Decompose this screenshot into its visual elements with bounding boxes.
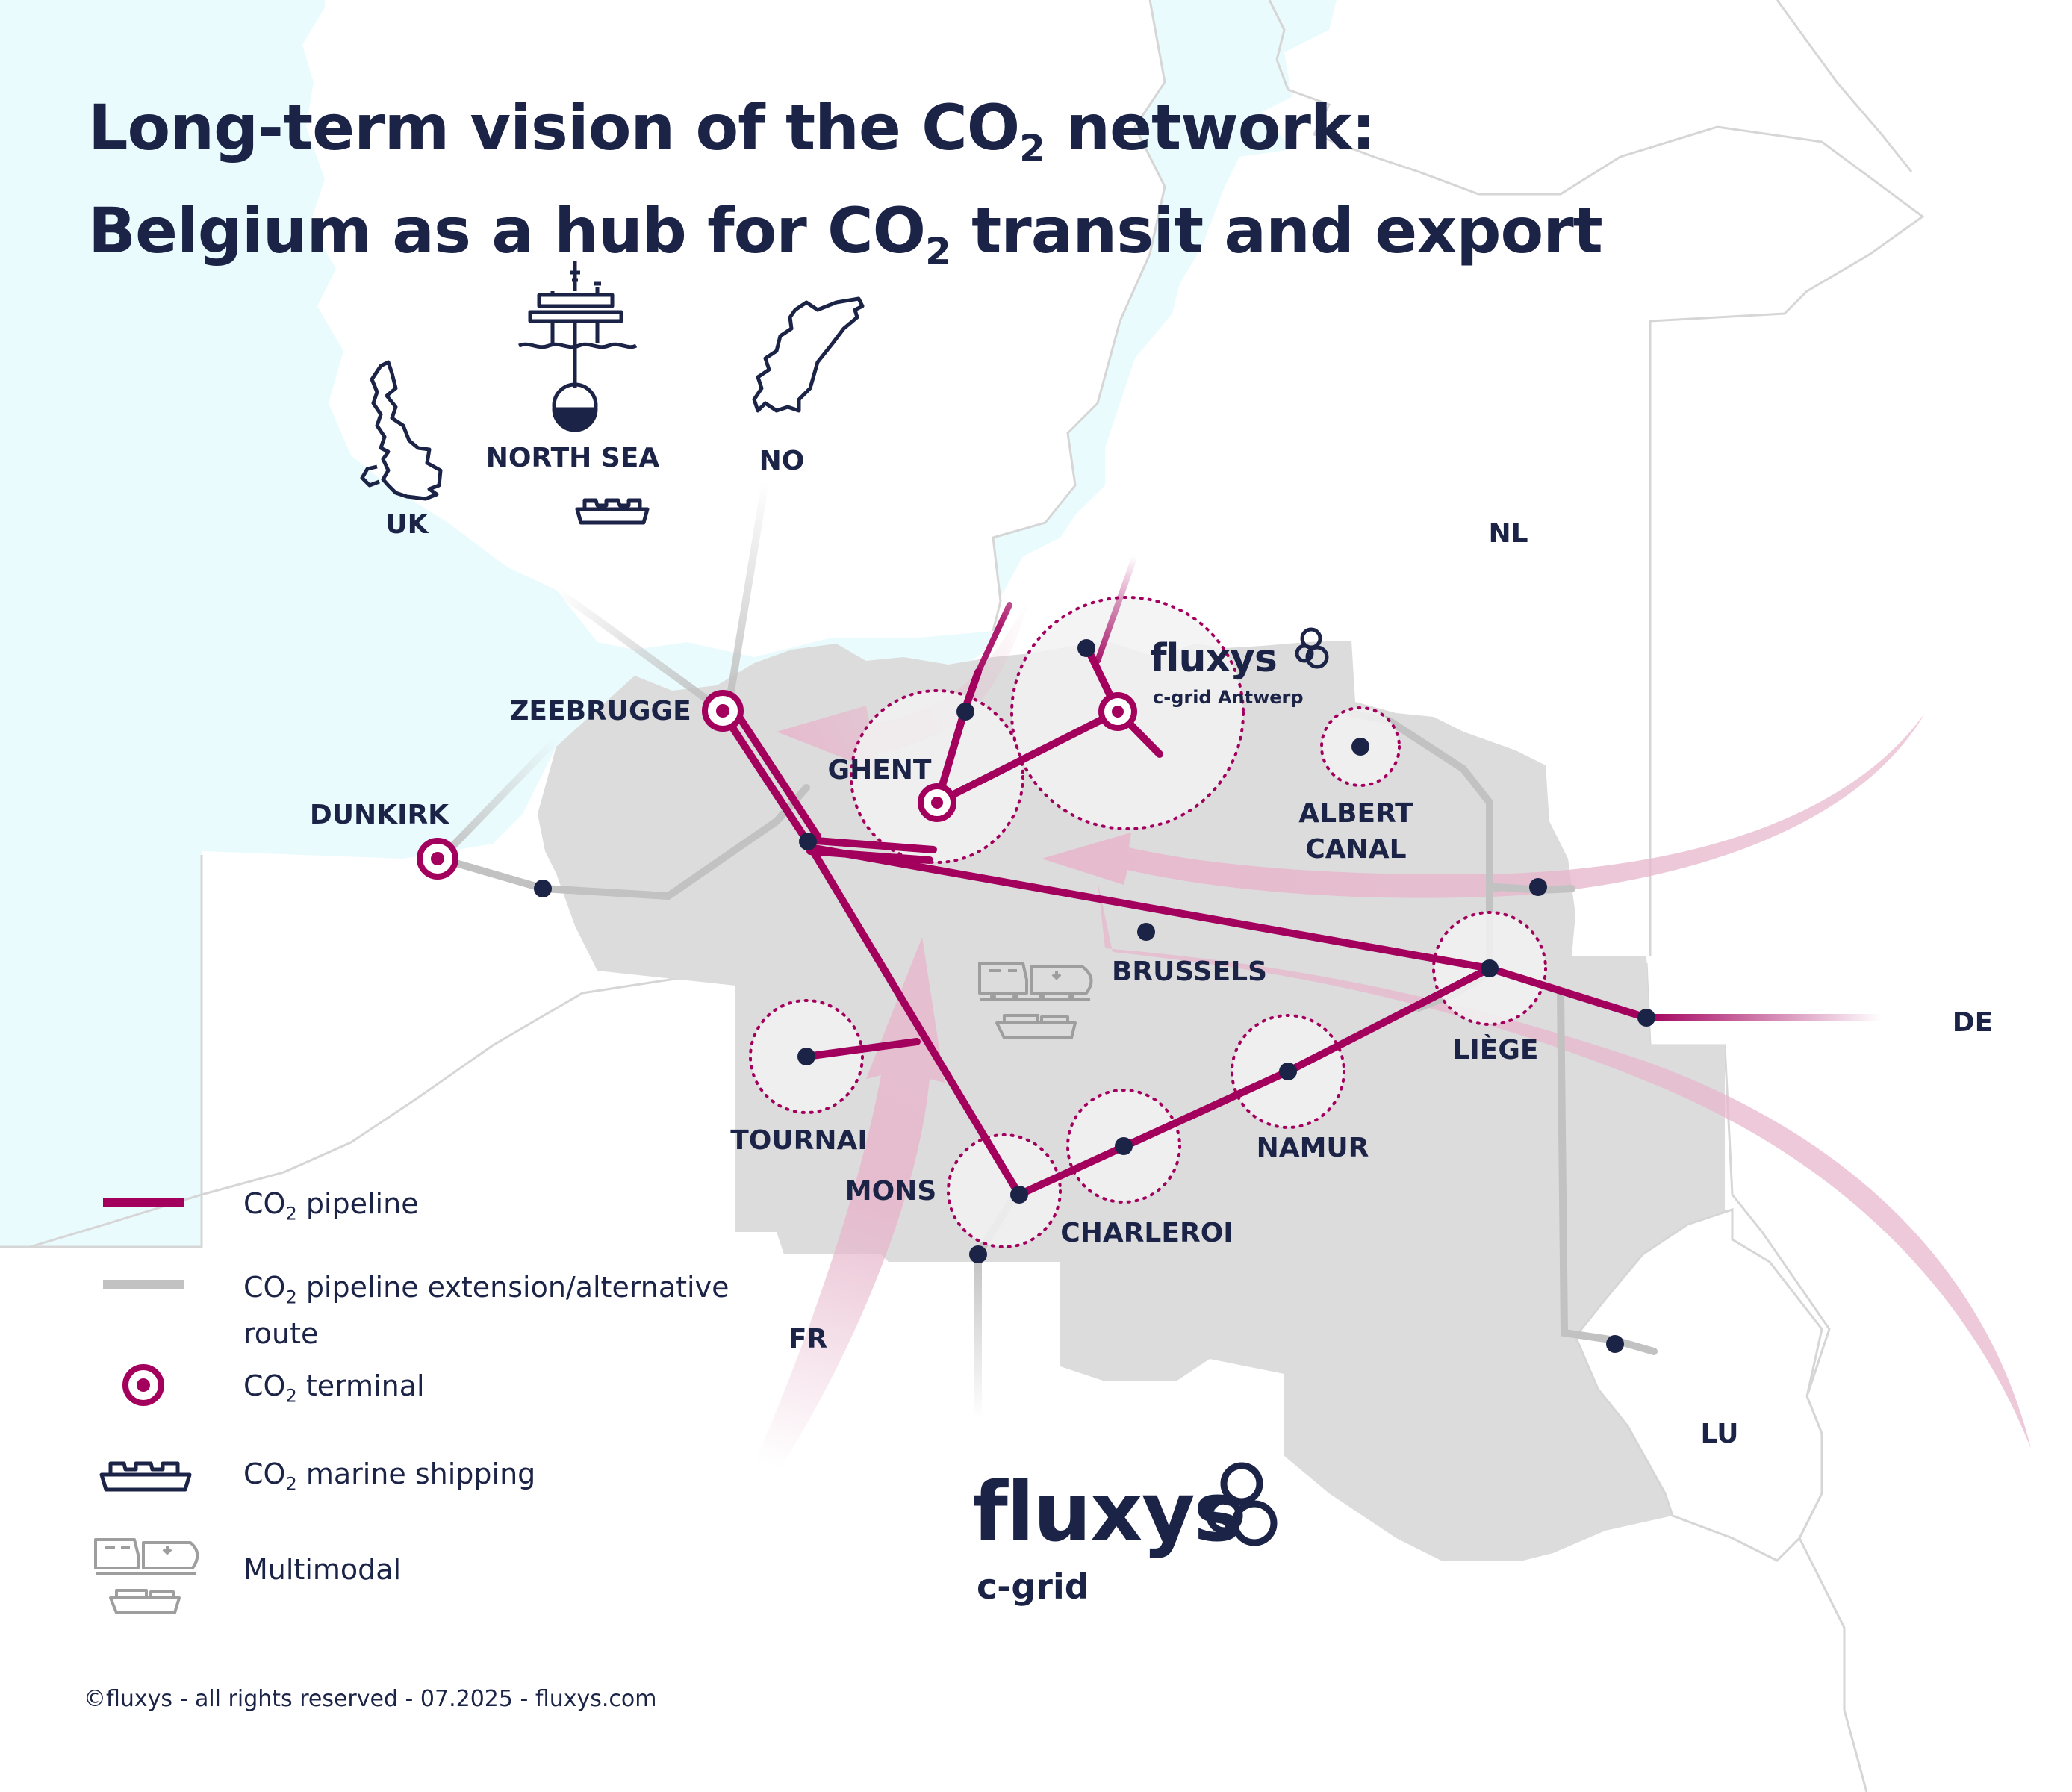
co2-pipelines [717,642,1650,1198]
legend-pipeline: CO2 pipeline [243,1187,419,1225]
legend-symbols [94,1198,199,1614]
flow-arrow-fr [754,937,945,1475]
node-charleroi [1115,1137,1133,1155]
page-title: Long-term vision of the CO2 network: Bel… [88,81,1603,287]
node-brussels [1137,923,1155,941]
title-line-1: Long-term vision of the CO2 network: [88,91,1376,170]
legend-terminal: CO2 terminal [243,1369,425,1407]
node-albert-canal [1351,738,1369,756]
shipping-icon-north-sea [575,498,650,525]
label-mons: MONS [844,1176,937,1207]
label-lu: LU [1700,1419,1739,1449]
label-de: DE [1952,1007,1994,1038]
ghent-hub-circle [850,689,1024,864]
node-namur [1279,1063,1297,1080]
label-brussels: BRUSSELS [1111,956,1268,987]
title-line-2: Belgium as a hub for CO2 transit and exp… [88,194,1603,273]
label-zeebrugge: ZEEBRUGGE [509,696,691,727]
legend-multimodal: Multimodal [243,1553,402,1586]
offshore-platform-icon [518,261,638,432]
node-germany [1637,1009,1655,1027]
node-ghent-north [956,703,974,721]
node-luxembourg [1606,1335,1624,1353]
legend-extension: CO2 pipeline extension/alternative route [243,1271,729,1350]
legend-ship-icon [99,1461,192,1492]
copyright-notice: ©fluxys - all rights reserved - 07.2025 … [84,1686,657,1712]
label-ghent: GHENT [827,755,932,785]
label-albert: ALBERT [1298,798,1413,829]
fluxys-antwerp-wordmark: fluxys [1150,636,1278,681]
legend-shipping: CO2 marine shipping [243,1457,536,1495]
node-dunkirk-east [534,880,552,897]
fluxys-cgrid-subtitle: c-grid [977,1567,1089,1607]
legend-terminal-icon [122,1364,164,1406]
uk-map-icon [360,360,443,501]
node-mons [1010,1186,1028,1204]
multimodal-icon-map [978,962,1093,1039]
label-canal: CANAL [1305,834,1407,865]
label-namur: NAMUR [1256,1133,1369,1163]
label-albert-canal: ALBERT CANAL [1298,796,1413,868]
flow-arrow-north [777,597,1030,773]
label-north-sea: NORTH SEA [485,443,660,473]
terminal-zeebrugge [702,690,744,732]
label-liege: LIÈGE [1452,1035,1539,1065]
luxembourg-area [1574,1207,1823,1562]
norway-map-icon [752,296,865,413]
label-tournai: TOURNAI [730,1125,868,1156]
network-nodes [534,639,1655,1353]
legend-multimodal-icon [94,1538,199,1614]
node-liege [1481,959,1499,977]
antwerp-north-pipeline [1095,553,1138,664]
label-charleroi: CHARLEROI [1060,1218,1233,1248]
label-fr: FR [788,1324,828,1354]
node-tournai [797,1048,815,1065]
label-uk: UK [385,509,429,540]
node-junction-ghent [799,833,817,850]
label-dunkirk: DUNKIRK [309,800,449,830]
terminal-ghent [918,783,956,822]
node-antwerp-north [1077,639,1095,657]
terminal-antwerp [1098,692,1137,731]
fluxys-logo-icon-small [1295,627,1329,669]
fluxys-wordmark: fluxys [972,1464,1242,1560]
co2-terminals [417,690,1137,880]
fluxys-antwerp-subtitle: c-grid Antwerp [1153,687,1304,708]
hub-circles [749,596,1547,1248]
fluxys-logo-icon-large [1206,1462,1278,1546]
mons-hub-circle [947,1133,1062,1248]
label-nl: NL [1488,518,1528,549]
north-sea-area [0,0,1337,1247]
node-nl-border [1529,878,1547,896]
terminal-dunkirk [417,838,458,880]
node-mons-south [969,1245,987,1263]
label-no: NO [759,446,805,476]
ghent-north-pipeline [975,602,1012,675]
flow-arrow-de-north [1042,713,1925,898]
